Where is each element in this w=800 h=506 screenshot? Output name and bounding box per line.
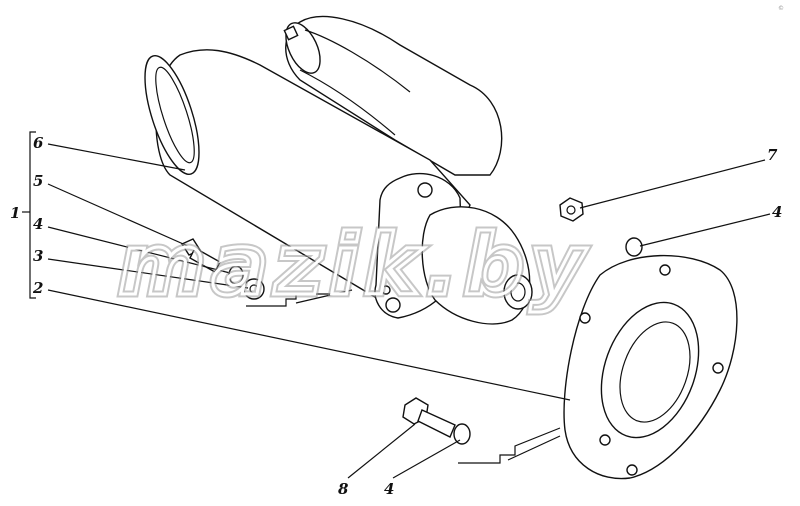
callout-7: 7 [767, 146, 778, 164]
solenoid [285, 15, 503, 176]
callout-6: 6 [33, 134, 44, 152]
callout-3: 3 [33, 247, 43, 265]
callout-4-right: 4 [772, 203, 782, 221]
drive-nose [421, 206, 531, 325]
washer-3 [243, 278, 265, 300]
callout-4-left: 4 [33, 215, 43, 233]
callout-8: 8 [338, 480, 349, 498]
corner-mark: © [778, 5, 784, 12]
assembly-path-left [246, 293, 345, 307]
washer-4-bottom [453, 423, 471, 445]
mounting-plate [563, 254, 738, 480]
bolt-5 [180, 238, 221, 273]
svg-text:mazik.by: mazik.by [118, 216, 591, 314]
svg-text:mazik.by: mazik.by [118, 216, 591, 314]
callout-5: 5 [33, 172, 43, 190]
washer-4-left [228, 265, 244, 285]
housing-end-cap [144, 55, 200, 175]
watermark: mazik.by mazik.by [115, 213, 591, 318]
callout-2: 2 [32, 279, 43, 297]
bolt-8 [402, 397, 456, 438]
callout-4-bottom: 4 [384, 480, 394, 498]
leader-lines [22, 131, 771, 479]
washer-4-right [625, 237, 643, 257]
assembly-path-bottom [458, 427, 561, 464]
callout-1: 1 [10, 204, 20, 222]
nut-7 [559, 197, 584, 222]
starter-motor [144, 15, 533, 325]
